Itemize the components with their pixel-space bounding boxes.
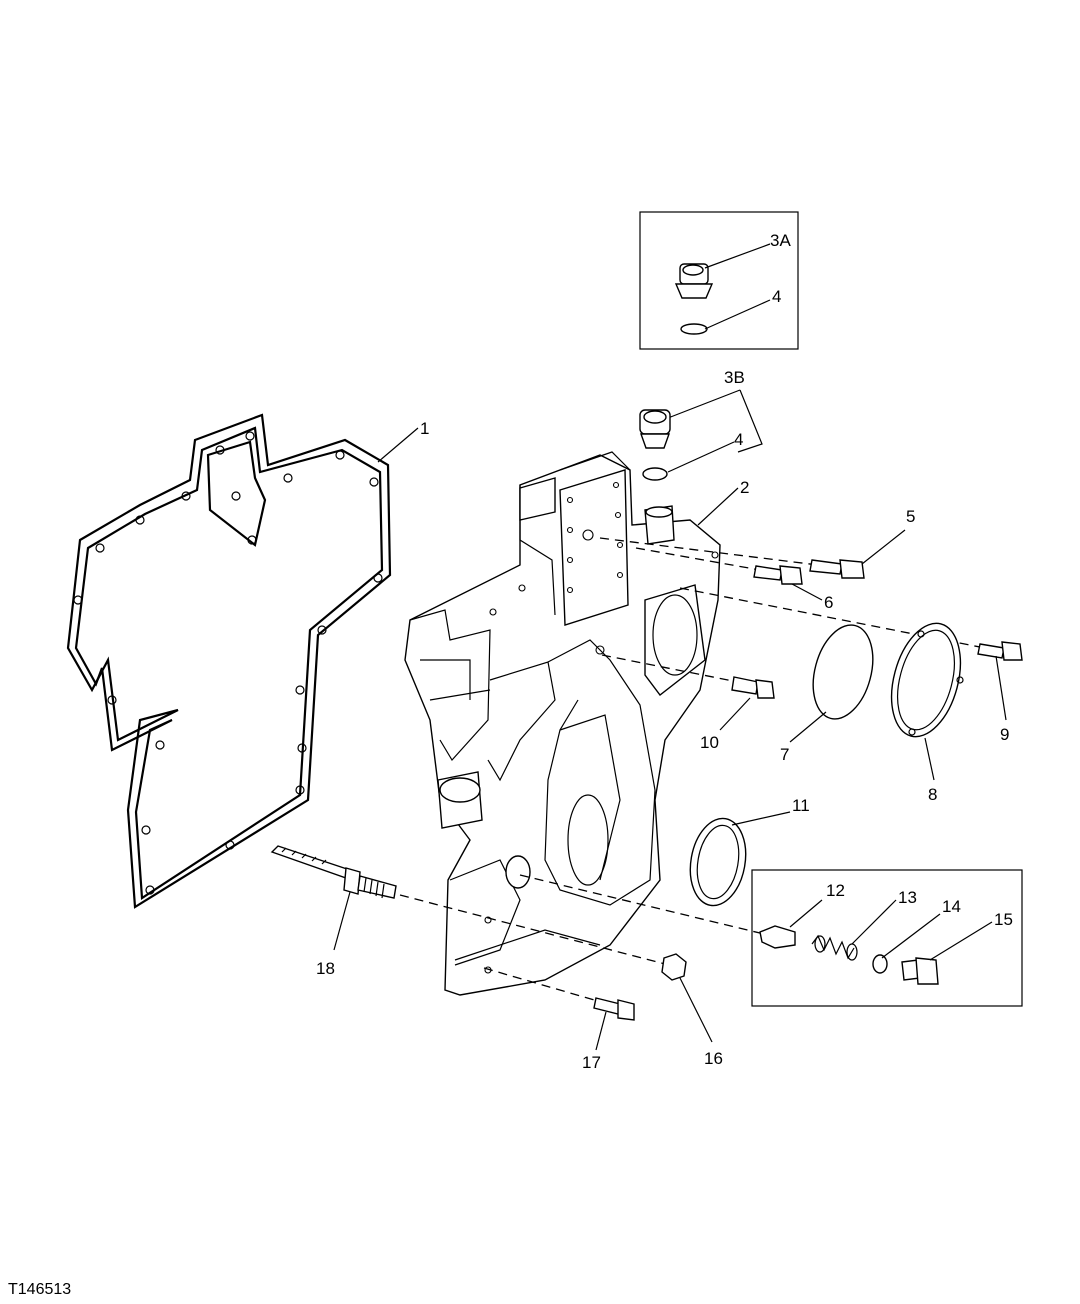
front-cover-housing: 2: [404, 451, 749, 996]
figure-reference: T146513: [8, 1281, 71, 1298]
front-cover-gasket: 1: [66, 413, 429, 909]
callout-11: 11: [792, 796, 810, 815]
cap-screw-6: 6: [635, 547, 833, 612]
cover-plate-8: 8: [890, 622, 964, 804]
cap-screw-5: 5: [599, 507, 915, 579]
callout-12: 12: [826, 881, 845, 900]
cap-screw-9: 9: [977, 641, 1023, 744]
callout-18: 18: [316, 959, 335, 978]
callout-14: 14: [942, 897, 961, 916]
callout-5: 5: [906, 507, 915, 526]
washer-14: [872, 954, 888, 974]
detail-box-3a: 3A 4: [639, 211, 799, 350]
callout-3a: 3A: [770, 231, 791, 250]
cap-screw-10: 10: [601, 654, 775, 752]
callout-4-top: 4: [772, 287, 781, 306]
callout-13: 13: [898, 888, 917, 907]
o-ring-3a: [680, 323, 708, 335]
valve-12: [759, 925, 796, 949]
plug-3a: [674, 263, 714, 299]
callout-4-mid: 4: [734, 430, 743, 449]
callout-6: 6: [824, 593, 833, 612]
callout-8: 8: [928, 785, 937, 804]
callout-9: 9: [1000, 725, 1009, 744]
callout-15: 15: [994, 910, 1013, 929]
callout-1: 1: [420, 419, 429, 438]
callout-10: 10: [700, 733, 719, 752]
callout-16: 16: [704, 1049, 723, 1068]
callout-7: 7: [780, 745, 789, 764]
callout-3b: 3B: [724, 368, 745, 387]
callout-2: 2: [740, 478, 749, 497]
callout-17: 17: [582, 1053, 601, 1072]
o-ring-3b: [642, 467, 668, 481]
stud-18: 18: [270, 845, 397, 978]
plug-15: [901, 957, 939, 985]
cap-screw-17: 17: [483, 967, 635, 1072]
nut-16: 16: [399, 894, 723, 1068]
callout-3b-group: 3B 4: [639, 368, 763, 481]
detail-box-relief-valve: 12 13 14 15: [519, 869, 1023, 1007]
plug-3b: [639, 409, 671, 449]
gasket-bolt-holes: [73, 431, 383, 895]
spring-13: [811, 934, 858, 961]
seal-7: 7: [679, 587, 996, 764]
oil-seal-11: 11: [689, 796, 810, 907]
